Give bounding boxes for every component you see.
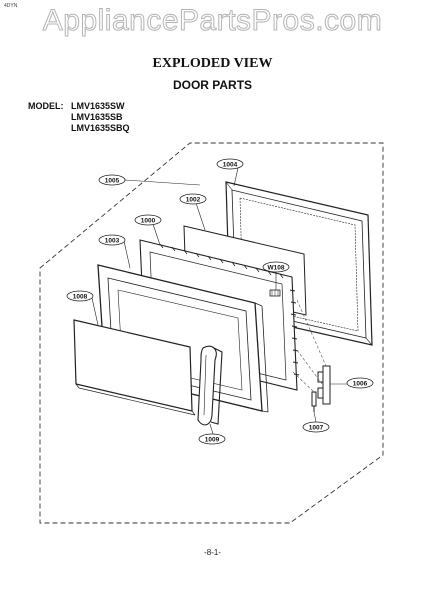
part-door-handle-1009: [197, 345, 223, 426]
callout-1000-text: 1000: [141, 217, 156, 224]
site-watermark: AppliancePartsPros.com: [42, 4, 383, 38]
page-number: -8-1-: [204, 548, 221, 557]
model-label: MODEL:: [28, 101, 64, 111]
callout-1006-text: 1006: [353, 380, 368, 387]
callout-w108: W108: [262, 261, 290, 273]
callout-1003-text: 1003: [105, 237, 120, 244]
callout-1003: 1003: [98, 234, 126, 246]
callout-1005: 1005: [98, 174, 126, 186]
model-list: MODEL: LMV1635SW LMV1635SB LMV1635SBQ: [28, 101, 130, 133]
assembly-boundary: [39, 142, 384, 524]
callout-1005-text: 1005: [105, 177, 120, 184]
callout-1009-text: 1009: [205, 436, 220, 443]
callout-w108-text: W108: [268, 264, 285, 271]
leader-lines: [91, 167, 347, 435]
model-item: LMV1635SBQ: [71, 123, 130, 133]
part-lever-1007: [311, 391, 317, 412]
part-latch-1006: [317, 365, 331, 405]
assembly-guide-lines: [292, 299, 327, 394]
callout-1007-text: 1007: [309, 424, 324, 431]
callout-1007: 1007: [302, 421, 330, 433]
part-screw-w108: [269, 289, 281, 297]
callout-1009: 1009: [198, 433, 226, 445]
corner-code: 4DYN: [4, 3, 18, 9]
callout-1006: 1006: [346, 377, 374, 389]
page-title: EXPLODED VIEW: [152, 56, 273, 71]
callout-1004-text: 1004: [223, 161, 238, 168]
callout-1000: 1000: [134, 214, 162, 226]
model-item: LMV1635SW: [71, 101, 125, 111]
model-item: LMV1635SB: [71, 112, 123, 122]
part-front-glass-1008: [73, 319, 196, 416]
callout-1002: 1002: [179, 193, 207, 205]
callout-1002-text: 1002: [186, 196, 201, 203]
page-subtitle: DOOR PARTS: [172, 78, 253, 92]
callout-1008: 1008: [66, 290, 94, 302]
callout-1004: 1004: [216, 158, 244, 170]
callout-1008-text: 1008: [73, 293, 88, 300]
